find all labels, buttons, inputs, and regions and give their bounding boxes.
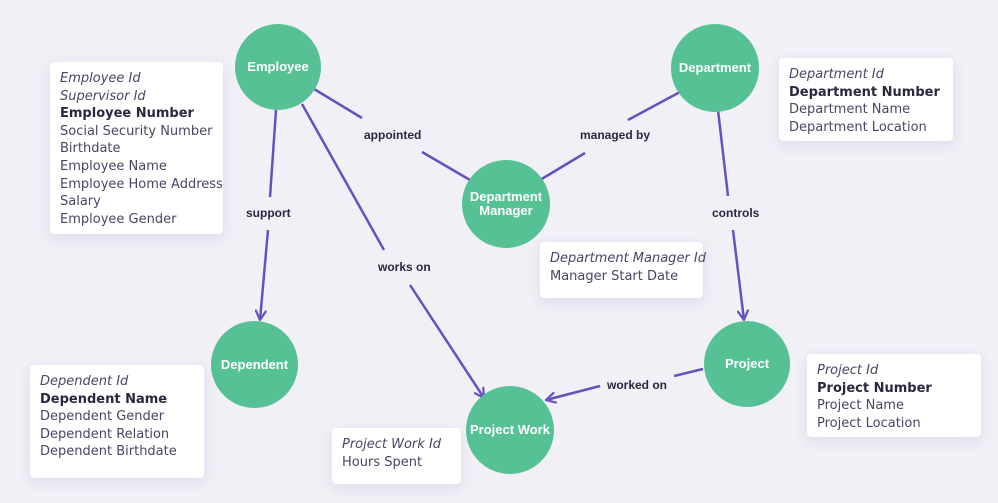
attribute-row: Employee Number (60, 106, 194, 122)
attribute-row: Dependent Relation (40, 426, 170, 442)
attribute-row: Department Id (789, 67, 884, 82)
attribute-row: Department Location (789, 119, 927, 135)
edge-appointed-a (313, 87, 363, 120)
entity-dependent[interactable]: Dependent (211, 321, 298, 408)
entity-employee[interactable]: Employee (235, 24, 321, 110)
attribute-row: Employee Home Address (60, 176, 223, 192)
label-appointed: appointed (364, 128, 422, 142)
label-controls: controls (712, 206, 760, 220)
attribute-row: Dependent Birthdate (40, 444, 177, 460)
attribute-row: Hours Spent (342, 454, 423, 470)
entity-project-work[interactable]: Project Work (466, 386, 554, 474)
attribute-row: Salary (60, 194, 101, 210)
edge-managed-by-a (627, 90, 681, 122)
attribute-row: Dependent Name (40, 391, 168, 407)
edge-support-a (268, 109, 278, 198)
attribute-row: Birthdate (60, 141, 121, 157)
label-support: support (246, 206, 291, 220)
entity-department[interactable]: Department (671, 24, 759, 112)
edge-controls-b (731, 229, 744, 320)
label-works-on: works on (378, 260, 431, 274)
attribute-row: Social Security Number (60, 123, 213, 139)
edge-support-b (260, 229, 270, 320)
attributes-card-department-manager: Department Manager Id Manager Start Date (540, 242, 706, 298)
attribute-row: Department Manager Id (550, 251, 706, 266)
attribute-row: Project Work Id (342, 437, 442, 452)
attribute-row: Project Id (817, 363, 879, 378)
attribute-row: Supervisor Id (60, 88, 146, 104)
edge-appointed-b (421, 150, 471, 182)
entity-department-manager[interactable]: Department Manager (462, 160, 550, 248)
attribute-row: Department Number (789, 84, 940, 100)
attribute-row: Employee Gender (60, 211, 177, 227)
edge-controls-a (716, 109, 730, 197)
attribute-row: Project Location (817, 415, 921, 431)
edge-works-on-b (408, 284, 484, 398)
label-managed-by: managed by (580, 128, 651, 142)
attribute-row: Dependent Id (40, 374, 129, 389)
edge-worked-on-a (673, 367, 704, 378)
edge-worked-on-b (546, 384, 601, 400)
attribute-row: Project Name (817, 398, 904, 414)
attributes-card-project-work: Project Work Id Hours Spent (332, 428, 461, 484)
attribute-row: Dependent Gender (40, 409, 165, 425)
entity-project[interactable]: Project (704, 321, 790, 407)
attribute-row: Project Number (817, 380, 932, 396)
label-worked-on: worked on (607, 378, 668, 392)
attribute-row: Manager Start Date (550, 268, 679, 284)
attribute-row: Employee Id (60, 71, 141, 86)
attribute-row: Employee Name (60, 158, 167, 174)
edge-works-on-a (300, 103, 386, 251)
edge-managed-by-b (539, 151, 586, 182)
attribute-row: Department Name (789, 102, 911, 118)
